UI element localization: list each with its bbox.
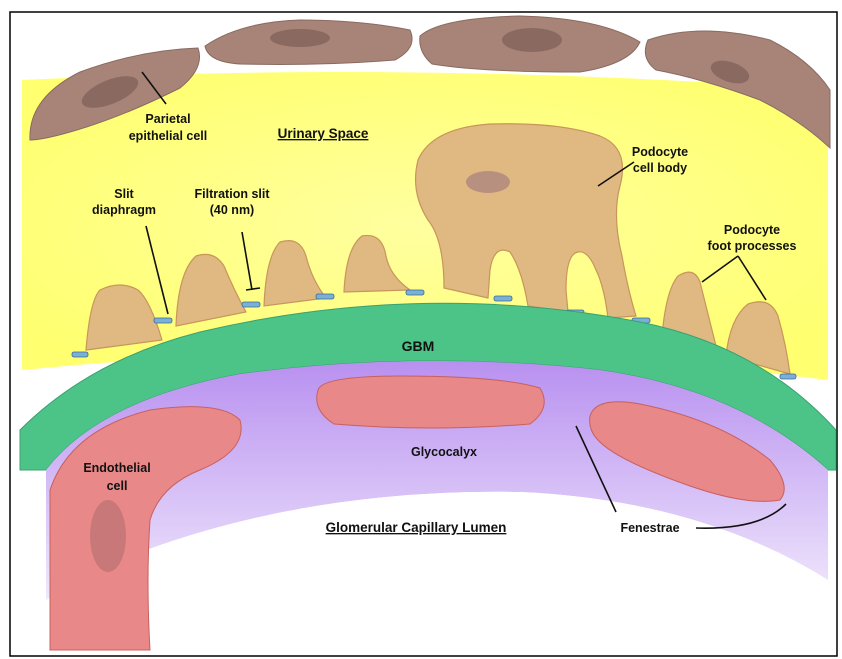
glycocalyx-label: Glycocalyx xyxy=(411,445,477,459)
urinary-space-label: Urinary Space xyxy=(278,126,369,141)
podocyte-body-label-line-1: Podocyte xyxy=(632,145,688,159)
endothelial-label-line-1: Endothelial xyxy=(83,461,150,475)
podocyte-body-label-line-2: cell body xyxy=(633,161,687,175)
lumen-label: Glomerular Capillary Lumen xyxy=(326,520,507,535)
endothelial-nucleus xyxy=(90,500,126,572)
filtration-slit-label-line-2: (40 nm) xyxy=(210,203,254,217)
endothelial-cell-top xyxy=(317,376,545,428)
foot-processes-label-line-1: Podocyte xyxy=(724,223,780,237)
podocyte-nucleus xyxy=(466,171,510,193)
endothelial-label-line-2: cell xyxy=(107,479,128,493)
slit-diaphragm-label-line-1: Slit xyxy=(114,187,134,201)
podocyte-cell-body xyxy=(416,124,636,318)
parietal-label-line-1: Parietal xyxy=(145,112,190,126)
fenestrae-label: Fenestrae xyxy=(620,521,679,535)
filtration-slit-label-line-1: Filtration slit xyxy=(195,187,271,201)
foot-processes-label-line-2: foot processes xyxy=(708,239,797,253)
parietal-label-line-2: epithelial cell xyxy=(129,129,208,143)
slit-diaphragm-label-line-2: diaphragm xyxy=(92,203,156,217)
gbm-label: GBM xyxy=(402,338,435,354)
